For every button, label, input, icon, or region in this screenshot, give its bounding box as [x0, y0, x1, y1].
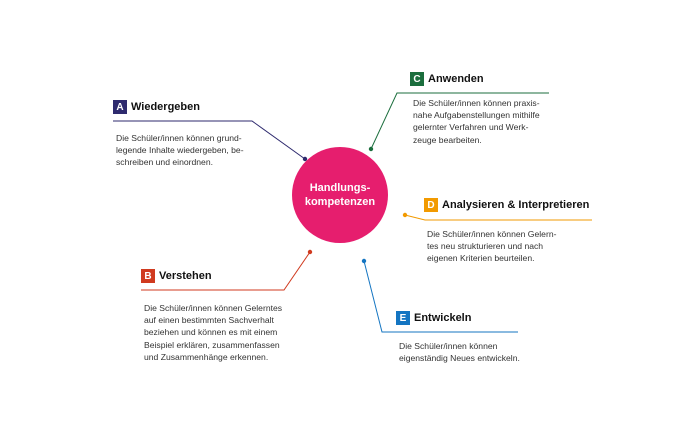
- connector-b: [141, 251, 311, 291]
- center-label-1: Handlungs-: [309, 182, 371, 194]
- description-d: Die Schüler/innen können Gelern- tes neu…: [427, 229, 557, 264]
- connector-e: [363, 260, 518, 333]
- description-c: Die Schüler/innen können praxis- nahe Au…: [413, 98, 540, 145]
- center-circle: Handlungs-kompetenzen: [292, 147, 388, 243]
- connector-d: [404, 214, 592, 221]
- heading-c: C Anwenden: [410, 72, 484, 86]
- title-e: Entwickeln: [414, 312, 472, 324]
- connector-b-dot: [307, 249, 313, 255]
- badge-d: D: [424, 198, 438, 212]
- connector-a: [113, 120, 306, 160]
- badge-e: E: [396, 311, 410, 325]
- connector-c: [370, 92, 549, 150]
- title-a: Wiedergeben: [131, 101, 200, 113]
- title-b: Verstehen: [159, 270, 212, 282]
- heading-d: D Analysieren & Interpretieren: [424, 198, 589, 212]
- description-b: Die Schüler/innen können Gelerntes auf e…: [144, 303, 283, 362]
- connector-e-dot: [361, 258, 367, 264]
- center-label-2: kompetenzen: [304, 196, 376, 208]
- heading-a: A Wiedergeben: [113, 100, 200, 114]
- heading-e: E Entwickeln: [396, 311, 471, 325]
- description-e: Die Schüler/innen können eigenständig Ne…: [399, 341, 520, 364]
- connector-c-dot: [368, 146, 374, 152]
- badge-b: B: [141, 269, 155, 283]
- title-c: Anwenden: [428, 73, 484, 85]
- badge-c: C: [410, 72, 424, 86]
- heading-b: B Verstehen: [141, 269, 212, 283]
- title-d: Analysieren & Interpretieren: [442, 199, 590, 211]
- connector-d-dot: [402, 212, 408, 218]
- description-a: Die Schüler/innen können grund- legende …: [116, 133, 244, 168]
- badge-a: A: [113, 100, 127, 114]
